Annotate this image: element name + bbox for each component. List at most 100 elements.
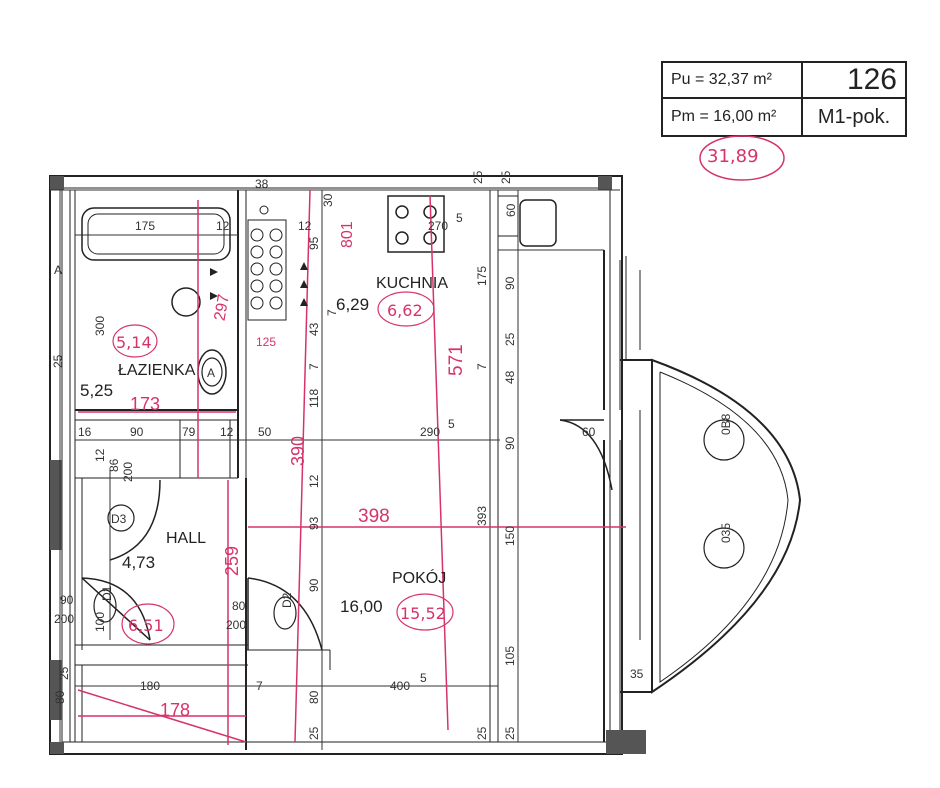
room-label-pokoj: POKÓJ — [392, 568, 446, 587]
dim-105: 105 — [503, 646, 517, 666]
dim-270: 270 — [428, 219, 448, 233]
dimension-lines — [50, 189, 620, 750]
handwritten-total-area: 31,89 — [707, 146, 759, 167]
dim-12: 12 — [93, 448, 107, 462]
dim-180: 180 — [140, 679, 160, 693]
dim-7: 7 — [307, 363, 321, 370]
dim-80: 80 — [307, 690, 321, 704]
dim-5: 5 — [456, 211, 463, 225]
dim-38: 38 — [255, 177, 269, 191]
dim-7: 7 — [475, 363, 489, 370]
kitchen-sink — [519, 199, 557, 247]
dim-25: 25 — [503, 726, 517, 740]
dim-79: 79 — [182, 425, 196, 439]
dim-7: 7 — [325, 309, 339, 316]
room-label-kuchnia: KUCHNIA — [376, 275, 448, 292]
handwritten-dim-297: 297 — [212, 293, 233, 322]
usable-area-label: Pu = 32,37 m² — [663, 63, 803, 99]
handwritten-lines — [77, 189, 626, 745]
dim-12: 12 — [216, 219, 230, 233]
dim-30: 30 — [321, 193, 335, 207]
dim-25: 25 — [471, 170, 485, 184]
walls — [49, 175, 802, 755]
dim-90: 90 — [307, 578, 321, 592]
handwritten-area-pokoj: 15,52 — [400, 604, 446, 623]
dim-90: 90 — [503, 436, 517, 450]
handwritten-dim-398: 398 — [358, 506, 390, 527]
room-area-kuchnia: 6,29 — [336, 295, 369, 314]
dim-200: 200 — [121, 462, 135, 482]
door-d2-circle — [273, 596, 297, 630]
dim-290: 290 — [420, 425, 440, 439]
window-label-0b8: 0B8 — [719, 413, 733, 435]
bathtub — [81, 207, 231, 261]
counter-60 — [497, 195, 519, 237]
unit-number: 126 — [803, 63, 905, 99]
dim-35: 35 — [630, 667, 644, 681]
stove — [387, 195, 445, 253]
dim-16: 16 — [78, 425, 92, 439]
door-label-d2: D2 — [280, 592, 294, 608]
dim-5: 5 — [420, 671, 427, 685]
door-label-d1: D1 — [100, 585, 114, 601]
dim-25: 25 — [307, 726, 321, 740]
handwritten-area-lazienka: 5,14 — [116, 333, 152, 352]
room-area-hall: 4,73 — [122, 553, 155, 572]
dim-118: 118 — [307, 389, 321, 408]
dim-50: 50 — [258, 425, 272, 439]
handwritten-area-kuchnia: 6,62 — [387, 301, 423, 320]
total-area-circle — [699, 135, 785, 181]
handwritten-circles — [112, 291, 454, 645]
dim-90: 90 — [503, 276, 517, 290]
dim-12: 12 — [220, 425, 234, 439]
dim-12: 12 — [298, 219, 312, 233]
dim-100: 100 — [93, 612, 107, 632]
ventilation-shaft — [247, 205, 287, 321]
fixture-label-a1: A — [54, 263, 62, 277]
bathtub-inner — [87, 213, 225, 255]
handwritten-area-hall: 6,51 — [128, 616, 164, 635]
dim-7: 7 — [256, 679, 263, 693]
handwritten-dim-390: 390 — [288, 436, 308, 466]
dim-12: 12 — [307, 474, 321, 488]
handwritten-dim-259: 259 — [222, 546, 242, 576]
dim-86: 86 — [107, 458, 121, 472]
dim-25: 25 — [503, 332, 517, 346]
dim-25: 25 — [51, 354, 65, 368]
handwritten-dim-571: 571 — [446, 344, 467, 376]
living-area-label: Pm = 16,00 m² — [663, 99, 803, 135]
dim-60: 60 — [504, 203, 518, 217]
fixture-a-circle — [201, 357, 223, 387]
dim-393: 393 — [475, 506, 489, 526]
dim-25: 25 — [499, 170, 513, 184]
room-area-pokoj: 16,00 — [340, 597, 383, 616]
dim-175: 175 — [475, 266, 489, 286]
dim-90: 90 — [60, 593, 74, 607]
dim-175: 175 — [135, 219, 155, 233]
window-0b8-circle — [703, 419, 745, 461]
dim-200: 200 — [226, 618, 246, 632]
dim-60: 60 — [582, 425, 596, 439]
dim-90: 90 — [130, 425, 144, 439]
dim-93: 93 — [307, 516, 321, 530]
room-label-hall: HALL — [166, 530, 206, 547]
door-label-d3: D3 — [111, 512, 127, 526]
dim-25: 25 — [57, 666, 71, 680]
handwritten-dim-173: 173 — [130, 394, 160, 414]
dim-400: 400 — [390, 679, 410, 693]
room-area-lazienka: 5,25 — [80, 381, 113, 400]
unit-type: M1-pok. — [817, 105, 891, 128]
washbasin — [171, 287, 201, 317]
area-info-table: Pu = 32,37 m² 126 Pm = 16,00 m² M1-pok. — [661, 61, 907, 137]
handwritten-dim-801: 801 — [339, 221, 356, 248]
handwritten-dim-125: 125 — [256, 335, 276, 349]
window-label-035: 035 — [719, 523, 733, 543]
room-label-lazienka: ŁAZIENKA — [118, 362, 196, 379]
dim-5: 5 — [448, 417, 455, 431]
dim-43: 43 — [307, 322, 321, 336]
dim-150: 150 — [503, 526, 517, 546]
window-035-circle — [703, 527, 745, 569]
dim-95: 95 — [307, 236, 321, 250]
